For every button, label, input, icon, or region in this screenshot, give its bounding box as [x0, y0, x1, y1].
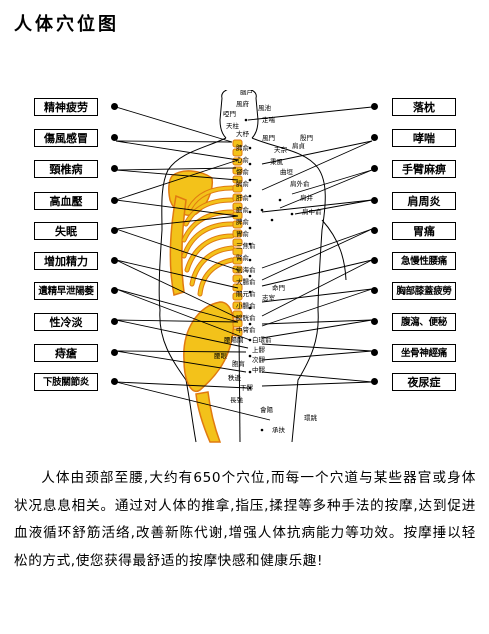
skeleton [167, 170, 235, 443]
left-connector-dot-2 [111, 165, 118, 172]
right-label-8: 坐骨神經痛 [392, 344, 456, 362]
left-connector-dot-4 [111, 227, 118, 234]
acupoint-label: 大腸俞 [236, 277, 256, 286]
acupoint-label: 肩貞 [292, 141, 306, 150]
acupoint-label: 膈俞 [236, 179, 250, 188]
right-label-6: 胸部膝蓋疲勞 [392, 282, 456, 300]
right-label-1: 哮喘 [392, 129, 456, 147]
left-connector-dot-7 [111, 318, 118, 325]
acupoint-label: 肝俞 [236, 193, 250, 202]
acupoint-label: 秩邊 [228, 373, 242, 382]
acupoint-label: 胃俞 [236, 229, 250, 238]
right-label-5: 急慢性腰痛 [392, 252, 456, 270]
acupoint-label: 風府 [236, 99, 250, 108]
acupoint-label: 風池 [258, 103, 272, 112]
left-label-6: 遺精早泄陽萎 [34, 282, 98, 300]
acupoint-label: 腰眼 [214, 352, 228, 360]
acupoint-label: 會陽 [260, 405, 274, 414]
right-label-7: 腹瀉、便秘 [392, 313, 456, 331]
acupoint-label: 胞肓 [232, 359, 246, 368]
right-connector-dot-0 [371, 103, 378, 110]
acupoint-label: 膀胱俞 [236, 313, 256, 322]
page-title: 人体穴位图 [14, 14, 119, 35]
left-label-7: 性冷淡 [34, 313, 98, 331]
acupoint-label: 腰陽關 [224, 335, 244, 344]
acupoint-label: 督俞 [236, 167, 250, 176]
acupoint-label: 長強 [230, 396, 244, 404]
left-label-3: 高血壓 [34, 192, 98, 210]
acupoint-label: 次髎 [252, 355, 266, 364]
left-connector-dot-1 [111, 134, 118, 141]
acupoint-label: 啞門 [223, 110, 236, 118]
acupoint-label: 小腸俞 [236, 301, 256, 310]
right-connector-dot-1 [371, 134, 378, 141]
right-connector-dot-9 [371, 378, 378, 385]
left-label-8: 痔瘡 [34, 344, 98, 362]
acupoint-label: 秉風 [270, 157, 284, 166]
acupoint-label: 氣海俞 [236, 265, 256, 274]
acupoint-label: 命門 [272, 283, 285, 292]
left-connector-dot-0 [111, 103, 118, 110]
left-label-9: 下肢關節炎 [34, 373, 98, 391]
left-connector-dot-6 [111, 287, 118, 294]
right-label-9: 夜尿症 [392, 373, 456, 391]
acupoint-label: 心俞 [236, 155, 250, 164]
acupoint-label: 肺俞 [236, 143, 250, 152]
right-label-4: 胃痛 [392, 222, 456, 240]
right-connector-dot-2 [371, 165, 378, 172]
acupoint-label: 脾俞 [236, 217, 250, 226]
acupoint-label: 天柱 [226, 121, 240, 130]
right-connector-dot-8 [371, 349, 378, 356]
left-connector-dot-3 [111, 197, 118, 204]
acupoint-label: 膽俞 [236, 205, 250, 214]
acupoint-label: 環跳 [304, 413, 318, 422]
acupoint-label: 白環俞 [252, 335, 272, 344]
acupoint-label: 腦戶 [240, 90, 253, 96]
description-paragraph: 人体由颈部至腰,大约有650个穴位,而每一个穴道与某些器官或身体状况息息相关。通… [14, 470, 476, 569]
ribs-fill [182, 186, 234, 296]
acupoint-label: 志室 [262, 293, 276, 302]
right-connector-dot-5 [371, 257, 378, 264]
right-label-2: 手臂麻痹 [392, 160, 456, 178]
left-connector-dot-5 [111, 257, 118, 264]
acupoint-label: 風門 [262, 134, 275, 142]
left-label-2: 頸椎病 [34, 160, 98, 178]
acupoint-label: 大杼 [236, 129, 250, 138]
right-label-0: 落枕 [392, 98, 456, 116]
left-label-1: 傷風感冒 [34, 129, 98, 147]
acupoint-label: 天宗 [274, 145, 288, 154]
connector-lines [115, 106, 373, 421]
acupoint-label: 肩中俞 [302, 207, 322, 216]
left-label-4: 失眠 [34, 222, 98, 240]
right-connector-dot-7 [371, 318, 378, 325]
right-connector-dot-4 [371, 227, 378, 234]
acupoint-label: 關元俞 [236, 289, 256, 298]
acupoint-label: 中膂俞 [236, 325, 256, 334]
acupoint-label: 肩井 [300, 193, 314, 202]
left-label-0: 精神疲劳 [34, 98, 98, 116]
acupoint-label: 定喘 [262, 115, 276, 124]
acupoint-label: 承扶 [272, 425, 286, 434]
acupoint-label: 肩外俞 [290, 179, 310, 188]
acupoint-diagram: 腦戶風府啞門 風池天柱 定喘大杼風門肺俞心俞督俞膈俞肝俞膽俞脾俞胃俞三焦俞腎俞氣海俞… [115, 90, 373, 443]
acupoint-label: 三焦俞 [236, 241, 256, 250]
right-connector-dot-6 [371, 287, 378, 294]
left-connector-dot-8 [111, 349, 118, 356]
acupoint-label: 上髎 [252, 345, 266, 354]
right-connector-dot-3 [371, 197, 378, 204]
left-label-5: 增加精力 [34, 252, 98, 270]
acupoint-label: 殷門 [300, 133, 313, 142]
left-connector-dot-9 [111, 378, 118, 385]
acupoint-label: 中髎 [252, 365, 266, 374]
acupoint-label: 曲垣 [280, 167, 294, 176]
right-label-3: 肩周炎 [392, 192, 456, 210]
acupoint-label: 腎俞 [236, 253, 250, 262]
